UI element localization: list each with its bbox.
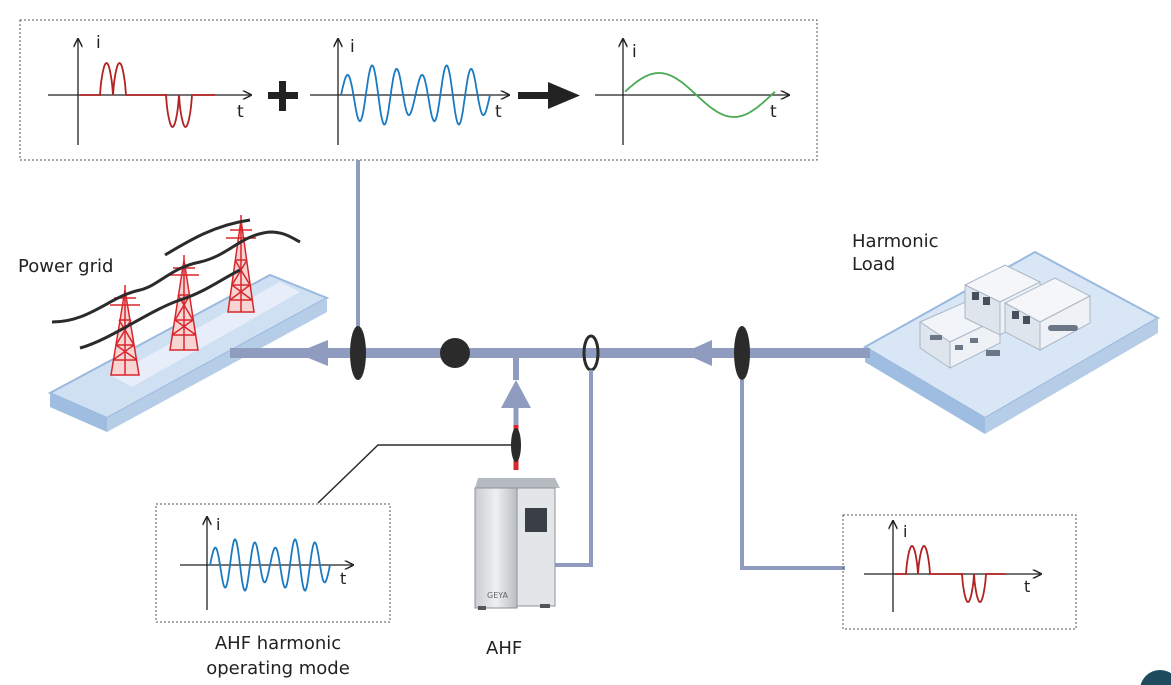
ahf-mode-plot: i t — [180, 515, 352, 610]
ahf-mode-label-line2: operating mode — [206, 658, 350, 679]
top-waveform-box — [19, 19, 818, 161]
harmonic-load-label-line1: Harmonic — [852, 231, 939, 252]
main-bus — [230, 340, 870, 366]
power-grid-label: Power grid — [18, 256, 114, 277]
ahf-cabinet-icon: GEYA — [474, 478, 560, 610]
compensation-wave — [340, 64, 491, 126]
y-axis-label: i — [350, 37, 355, 57]
harmonic-wave — [80, 62, 215, 128]
power-grid-illustration — [47, 215, 330, 432]
transmission-tower-icon — [226, 215, 256, 313]
arrow-right-icon — [518, 82, 580, 109]
harmonic-load-label-line2: Load — [852, 254, 896, 275]
flow-arrow-left-icon — [683, 340, 712, 366]
factory-icon — [1003, 277, 1092, 351]
current-transformer-icon — [511, 428, 521, 462]
x-axis-label: t — [237, 102, 244, 122]
power-cables — [51, 218, 301, 350]
load-current-box — [842, 514, 1077, 630]
compensation-wave — [209, 538, 331, 592]
x-axis-label: t — [495, 102, 502, 122]
harmonic-wave — [895, 545, 1005, 603]
plus-icon — [268, 81, 298, 111]
x-axis-label: t — [770, 102, 777, 122]
compensation-current-plot: i t — [310, 37, 508, 145]
y-axis-label: i — [216, 515, 220, 534]
ahf-mode-label-line1: AHF harmonic — [214, 633, 342, 654]
device-brand: GEYA — [487, 591, 509, 600]
harmonic-current-plot: i t — [48, 33, 250, 145]
current-transformer-icon — [734, 326, 750, 380]
leader-line — [317, 444, 512, 504]
corner-badge — [1140, 670, 1171, 685]
sine-current-plot: i t — [595, 40, 788, 145]
harmonic-load-illustration — [862, 250, 1161, 434]
ct-signal-line — [555, 370, 593, 567]
breaker-dot-icon — [440, 338, 470, 368]
y-axis-label: i — [96, 33, 101, 53]
flow-arrow-left-icon — [296, 340, 328, 366]
flow-arrow-up-icon — [501, 380, 531, 408]
load-current-plot: i t — [864, 522, 1040, 612]
sine-wave — [624, 72, 776, 118]
current-transformer-icon — [350, 326, 366, 380]
x-axis-label: t — [1024, 577, 1030, 596]
x-axis-label: t — [340, 569, 346, 588]
ahf-label: AHF — [486, 638, 523, 659]
y-axis-label: i — [903, 522, 907, 541]
ct-signal-line — [740, 380, 845, 570]
factory-icon — [918, 299, 1002, 369]
transmission-tower-icon — [169, 255, 199, 351]
ahf-mode-box — [155, 503, 391, 623]
y-axis-label: i — [632, 42, 637, 62]
